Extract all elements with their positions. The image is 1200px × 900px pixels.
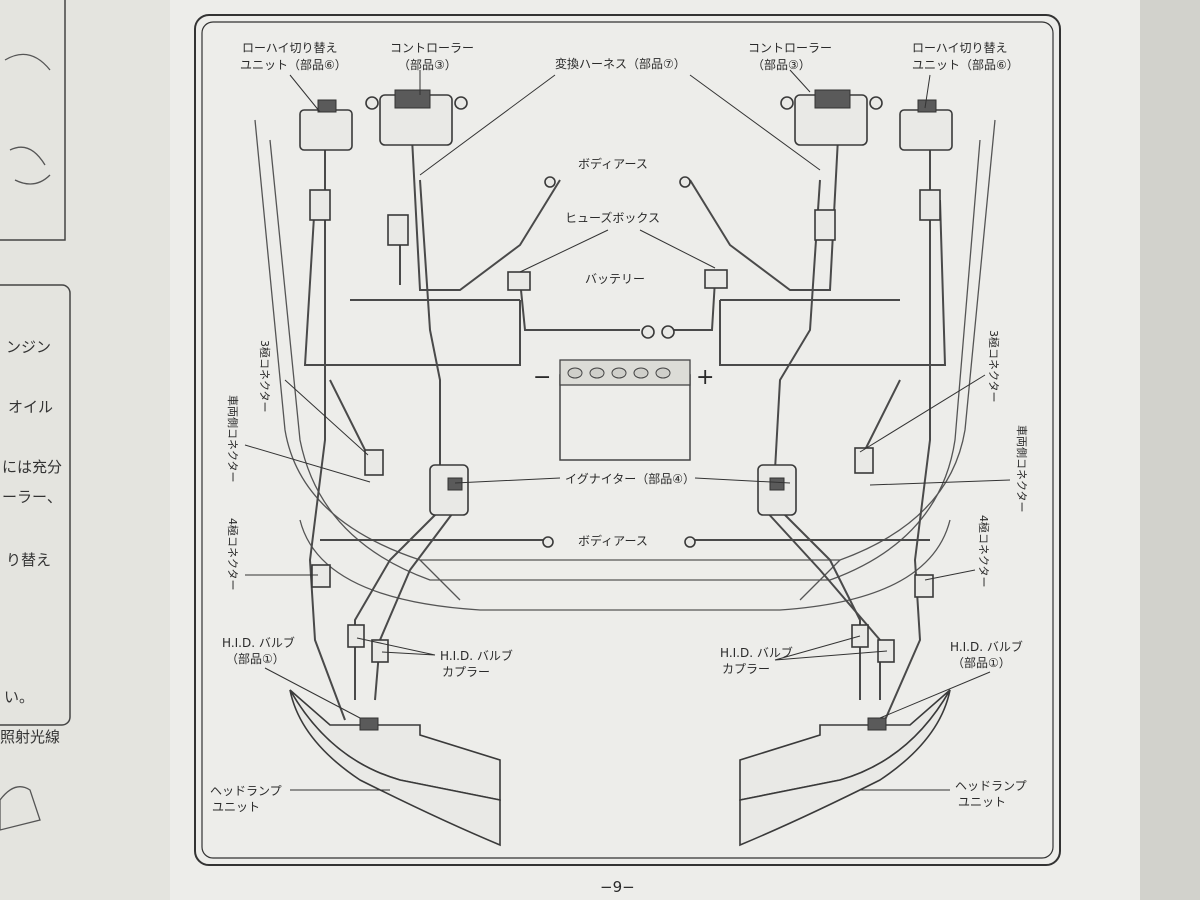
left-page-content: ンジン オイル には充分 ーラー、 り替え い。 照射光線 <box>0 0 71 831</box>
controller-right <box>780 89 883 146</box>
igniter-right <box>757 464 797 516</box>
label-harness: 変換ハーネス（部品⑦） <box>555 56 686 71</box>
label-headlamp-right-1: ヘッドランプ <box>955 779 1027 793</box>
label-hid-coupler-left-2: カプラー <box>442 665 490 679</box>
label-lowhigh-left-2: ユニット（部品⑥） <box>240 57 347 72</box>
lowhigh-unit-left <box>299 99 353 151</box>
battery-plus: + <box>696 365 714 390</box>
label-body-earth-top: ボディアース <box>578 156 648 171</box>
left-fragment-5: り替え <box>6 551 51 569</box>
battery-minus: − <box>533 365 551 390</box>
label-controller-left-1: コントローラー <box>390 41 474 55</box>
label-lowhigh-right-1: ローハイ切り替え <box>912 41 1008 55</box>
left-fragment-1: ンジン <box>6 338 51 356</box>
label-igniter: イグナイター（部品④） <box>565 471 695 486</box>
label-controller-right-2: （部品③） <box>752 57 811 72</box>
fuse-box-left <box>507 271 531 291</box>
label-conn4-left: 4極コネクター <box>226 518 240 591</box>
label-conn3-right: 3極コネクター <box>987 330 1001 403</box>
diagram-frame-inner <box>201 21 1054 859</box>
page-edge <box>1140 0 1200 900</box>
left-fragment-4: ーラー、 <box>2 488 62 506</box>
connectors <box>309 176 941 663</box>
igniter-left <box>429 464 469 516</box>
label-fuse-box: ヒューズボックス <box>565 210 660 225</box>
label-headlamp-left-2: ユニット <box>212 800 260 814</box>
label-hid-coupler-left-1: H.I.D. バルブ <box>440 648 513 663</box>
diagram-frame-outer <box>194 14 1061 866</box>
label-hid-bulb-right-1: H.I.D. バルブ <box>950 639 1023 654</box>
label-hid-coupler-right-1: H.I.D. バルブ <box>720 645 793 660</box>
label-headlamp-left-1: ヘッドランプ <box>210 784 282 798</box>
label-lowhigh-right-2: ユニット（部品⑥） <box>912 57 1019 72</box>
left-fragment-3: には充分 <box>2 458 62 476</box>
label-hid-bulb-left-1: H.I.D. バルブ <box>222 635 295 650</box>
headlamp-left <box>289 689 501 847</box>
label-battery: バッテリー <box>585 272 645 286</box>
battery <box>559 359 691 461</box>
label-vehicle-conn-right: 車両側コネクター <box>1015 425 1029 513</box>
left-fragment-2: オイル <box>8 398 53 416</box>
label-controller-left-2: （部品③） <box>398 57 457 72</box>
label-hid-bulb-right-2: （部品①） <box>952 655 1011 670</box>
label-hid-coupler-right-2: カプラー <box>722 662 770 676</box>
left-fragment-6: い。 <box>4 688 34 706</box>
label-controller-right-1: コントローラー <box>748 41 832 55</box>
label-conn4-right: 4極コネクター <box>977 515 991 588</box>
controller-left <box>365 89 468 146</box>
page-number: −9− <box>600 878 635 896</box>
label-hid-bulb-left-2: （部品①） <box>226 651 285 666</box>
label-headlamp-right-2: ユニット <box>958 795 1006 809</box>
label-body-earth-bottom: ボディアース <box>578 533 648 548</box>
left-page <box>0 0 170 900</box>
left-fragment-7: 照射光線 <box>0 728 60 746</box>
leader-lines <box>244 69 1011 791</box>
wiring <box>303 99 947 721</box>
lowhigh-unit-right <box>899 99 953 151</box>
label-vehicle-conn-left: 車両側コネクター <box>226 395 240 483</box>
headlamp-right <box>739 689 951 847</box>
label-conn3-left: 3極コネクター <box>258 340 272 413</box>
fuse-box-right <box>704 269 728 289</box>
label-lowhigh-left-1: ローハイ切り替え <box>242 41 338 55</box>
